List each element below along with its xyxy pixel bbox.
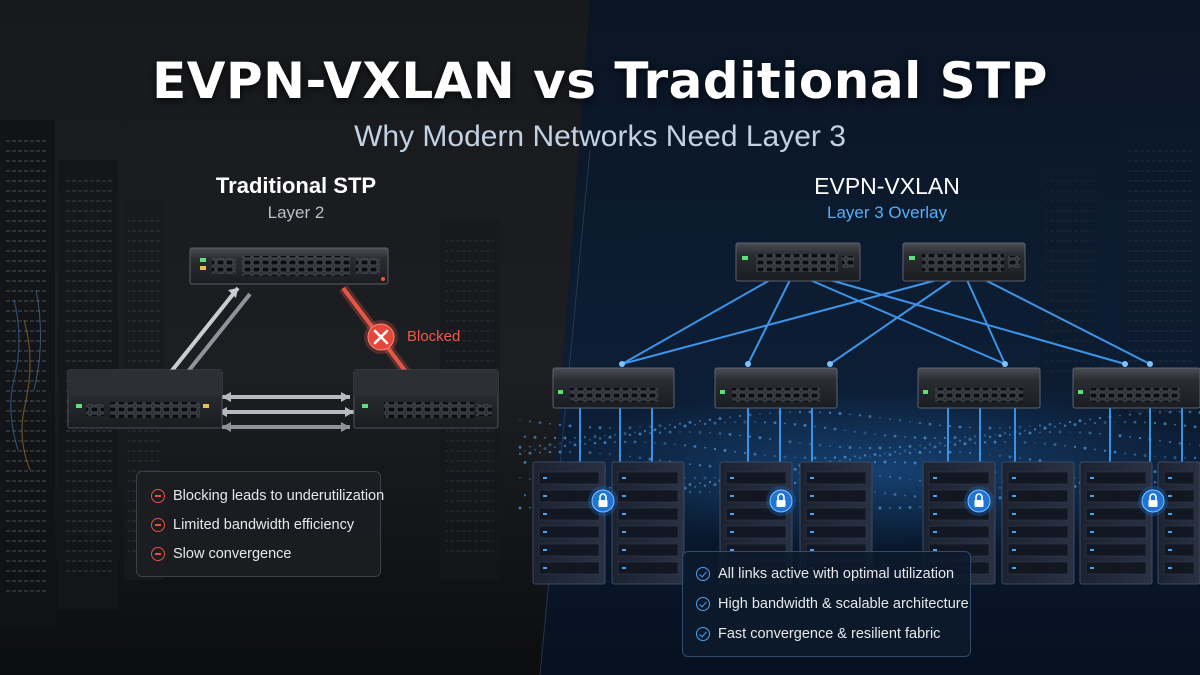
stp-switch-left bbox=[67, 369, 223, 429]
drawback-text: Slow convergence bbox=[173, 546, 292, 562]
benefit-item: High bandwidth & scalable architecture bbox=[696, 596, 969, 612]
spine-switch-1 bbox=[735, 242, 861, 282]
drawback-item: Limited bandwidth efficiency bbox=[151, 517, 354, 533]
stp-subheading: Layer 2 bbox=[267, 203, 325, 222]
spine-leaf-link-nodes bbox=[619, 361, 1153, 367]
divider-line bbox=[539, 149, 591, 675]
server-rack bbox=[1157, 461, 1200, 585]
page-title: EVPN-VXLAN vs Traditional STP bbox=[152, 52, 1048, 110]
check-circle-icon bbox=[696, 627, 710, 641]
benefit-item: Fast convergence & resilient fabric bbox=[696, 626, 940, 642]
blocked-label: Blocked bbox=[407, 328, 461, 345]
server-rack bbox=[1079, 461, 1153, 585]
stp-drawbacks-panel: Blocking leads to underutilization Limit… bbox=[136, 471, 384, 577]
lock-icon bbox=[766, 486, 796, 516]
evpn-heading: EVPN-VXLAN bbox=[814, 173, 960, 199]
leaf-switch-3 bbox=[917, 367, 1041, 409]
server-racks bbox=[532, 461, 1200, 585]
benefit-item: All links active with optimal utilizatio… bbox=[696, 566, 954, 582]
drawback-text: Limited bandwidth efficiency bbox=[173, 517, 355, 533]
drawback-item: Slow convergence bbox=[151, 546, 292, 562]
server-rack bbox=[611, 461, 685, 585]
check-circle-icon bbox=[696, 597, 710, 611]
stp-switch-right bbox=[353, 369, 499, 429]
leaf-server-links bbox=[579, 408, 1183, 465]
minus-circle-icon bbox=[151, 489, 165, 503]
stp-link-bottom bbox=[218, 392, 354, 432]
evpn-fabric bbox=[532, 242, 1200, 585]
page-subtitle: Why Modern Networks Need Layer 3 bbox=[354, 120, 846, 153]
stp-root-switch bbox=[189, 247, 389, 285]
minus-circle-icon bbox=[151, 547, 165, 561]
lock-icon bbox=[964, 486, 994, 516]
drawback-text: Blocking leads to underutilization bbox=[173, 488, 385, 504]
spine-leaf-links bbox=[621, 279, 1151, 365]
leaf-switch-2 bbox=[714, 367, 838, 409]
leaf-switch-4 bbox=[1072, 367, 1200, 409]
lock-icons bbox=[588, 486, 1168, 516]
server-rack bbox=[1001, 461, 1075, 585]
server-rack bbox=[532, 461, 606, 585]
stp-topology bbox=[67, 247, 499, 432]
check-circle-icon bbox=[696, 567, 710, 581]
leaf-switch-1 bbox=[552, 367, 675, 409]
evpn-subheading: Layer 3 Overlay bbox=[827, 203, 947, 222]
lock-icon bbox=[588, 486, 618, 516]
benefit-text: All links active with optimal utilizatio… bbox=[718, 566, 955, 582]
benefit-text: High bandwidth & scalable architecture bbox=[718, 596, 969, 612]
benefit-text: Fast convergence & resilient fabric bbox=[718, 626, 941, 642]
drawback-item: Blocking leads to underutilization bbox=[151, 488, 384, 504]
minus-circle-icon bbox=[151, 518, 165, 532]
evpn-benefits-panel: All links active with optimal utilizatio… bbox=[682, 551, 971, 657]
blocked-x-icon bbox=[364, 320, 398, 354]
lock-icon bbox=[1138, 486, 1168, 516]
spine-switch-2 bbox=[902, 242, 1026, 282]
stp-heading: Traditional STP bbox=[215, 173, 377, 198]
